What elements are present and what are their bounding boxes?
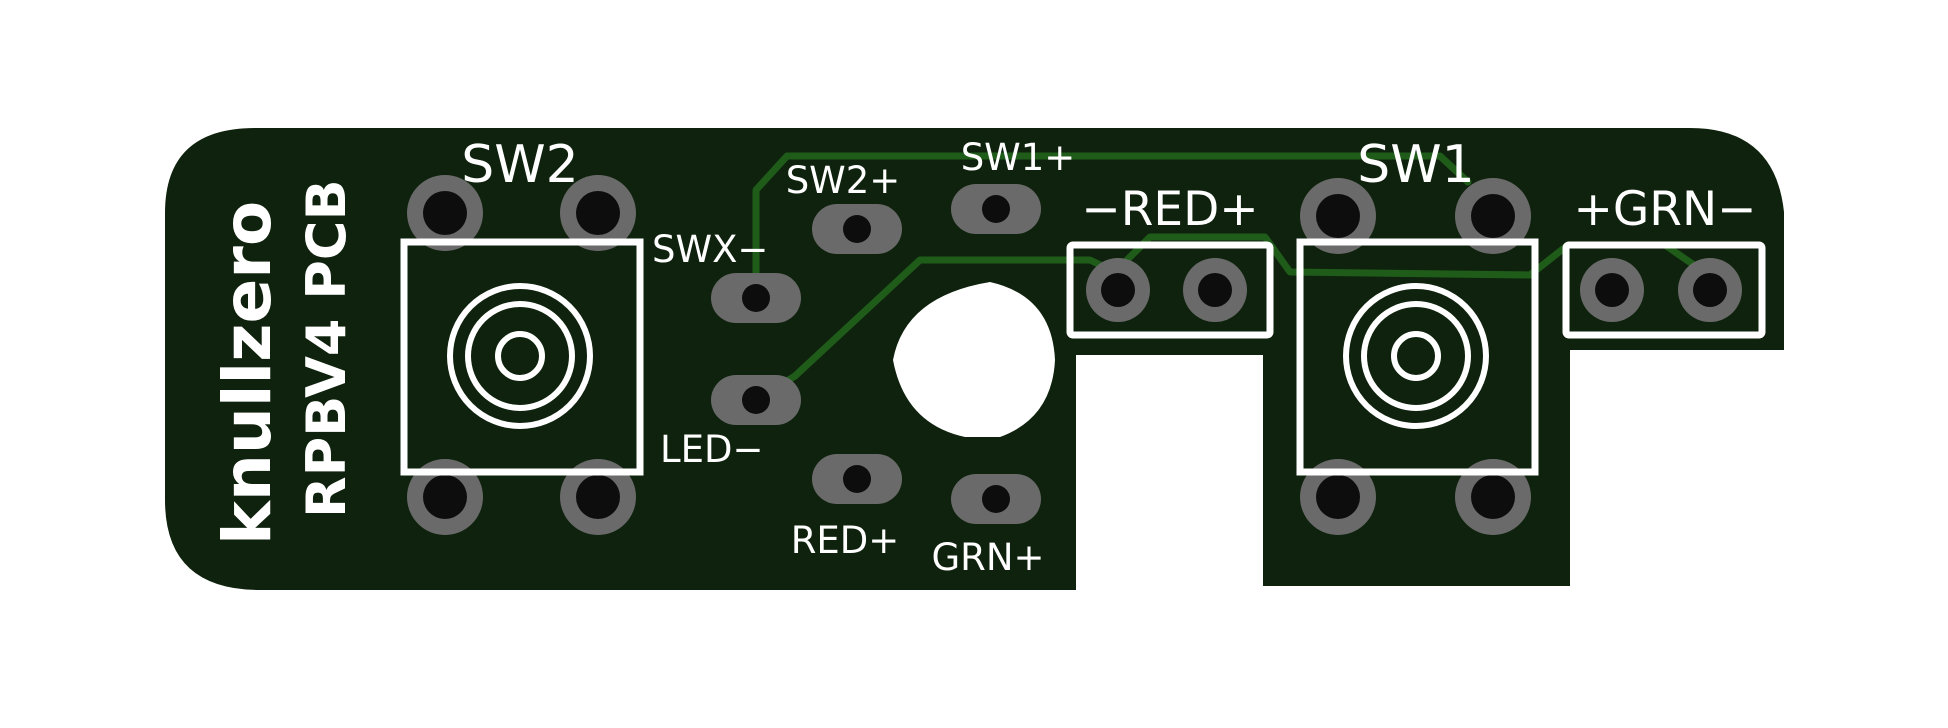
sw1-actuator-outer: [1343, 283, 1489, 429]
led-minus-label: LED−: [660, 428, 763, 471]
red-header-label: −RED+: [1081, 182, 1258, 237]
sw2-plus-label: SW2+: [786, 159, 901, 202]
brand-label: knullzero: [209, 201, 286, 545]
sw1-actuator-mid: [1361, 301, 1471, 411]
trace-swx: [752, 152, 1472, 302]
grn-header-label: +GRN−: [1574, 182, 1757, 237]
sw1-footprint: [1296, 178, 1539, 535]
red-header-outline: [1066, 241, 1274, 339]
sw1-actuator-inner: [1391, 331, 1441, 381]
sw2-outline: [400, 238, 644, 476]
mounting-hole: [893, 282, 1055, 437]
wire-pads: [711, 184, 1041, 524]
board-name-label: RPBV4 PCB: [295, 179, 358, 518]
sw2-footprint: [400, 175, 644, 535]
red-header-footprint: [1066, 241, 1274, 339]
red-plus-label: RED+: [791, 519, 900, 562]
grn-plus-label: GRN+: [931, 536, 1044, 579]
sw2-actuator-inner: [495, 331, 545, 381]
grn-header-footprint: [1562, 241, 1766, 339]
grn-header-outline: [1562, 241, 1766, 339]
sw2-actuator-mid: [465, 301, 575, 411]
sw1-outline: [1296, 238, 1539, 476]
sw1-plus-label: SW1+: [961, 136, 1076, 179]
sw2-actuator-outer: [447, 283, 593, 429]
sw2-label: SW2: [461, 135, 579, 195]
sw1-label: SW1: [1357, 135, 1475, 195]
swx-minus-label: SWX−: [652, 228, 768, 271]
silkscreen-text: knullzero RPBV4 PCB SW2 SW1 −RED+ +GRN− …: [209, 135, 1757, 579]
